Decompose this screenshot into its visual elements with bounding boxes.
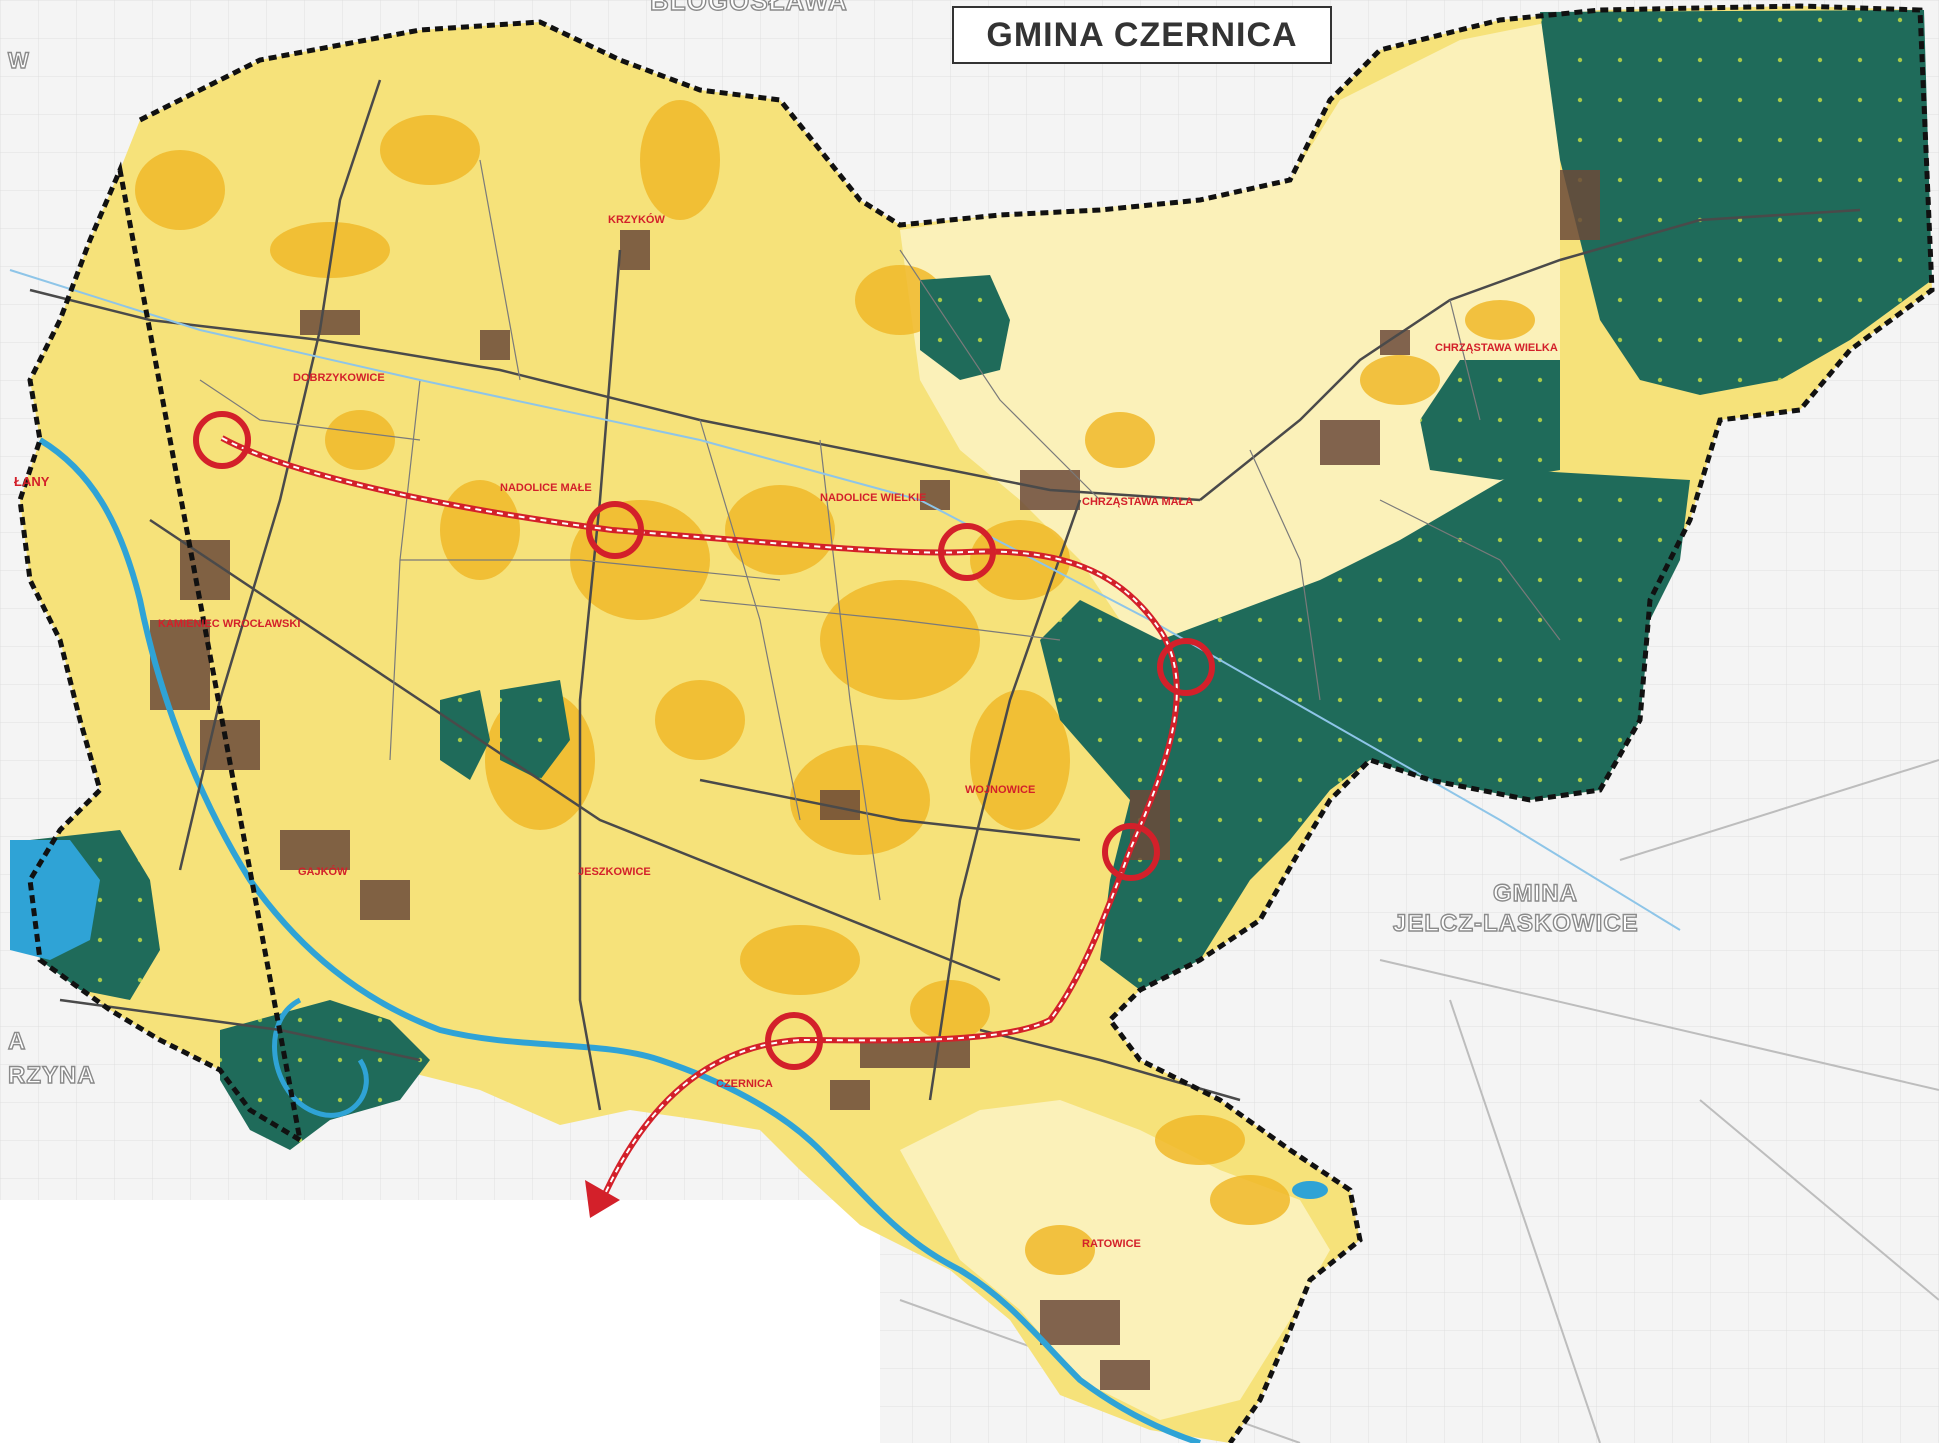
railway xyxy=(9,269,1681,931)
place-label-wojnowice: WOJNOWICE xyxy=(965,784,1036,796)
route-node-6[interactable] xyxy=(765,1012,823,1070)
map-title: GMINA CZERNICA xyxy=(952,6,1332,64)
pond xyxy=(1292,1181,1328,1199)
neighbor-label-jelcz-2: JELCZ-LASKOWICE xyxy=(1392,909,1639,937)
blank-area xyxy=(0,1200,880,1443)
place-label-jeszkowice: JESZKOWICE xyxy=(578,866,651,878)
neighbor-label-siechnice-2: RZYNA xyxy=(7,1061,96,1089)
route-node-2[interactable] xyxy=(586,501,644,559)
place-label-kamieniec: KAMIENIEC WROCŁAWSKI xyxy=(158,618,301,630)
light-zone-s xyxy=(900,1100,1330,1420)
neighbor-label-siechnice-1: A xyxy=(7,1027,27,1055)
route-node-5[interactable] xyxy=(1102,823,1160,881)
arrow-south-west-icon xyxy=(585,1180,620,1218)
place-label-czernica: CZERNICA xyxy=(716,1078,773,1090)
route-node-1[interactable] xyxy=(193,411,251,469)
light-zone-ne xyxy=(900,20,1560,680)
place-label-gajkow: GAJKÓW xyxy=(298,866,348,878)
place-label-ratowice: RATOWICE xyxy=(1082,1238,1141,1250)
reservoir xyxy=(10,840,100,960)
place-label-nadolice-male: NADOLICE MAŁE xyxy=(500,482,592,494)
place-label-dobrzykowice: DOBRZYKOWICE xyxy=(293,372,385,384)
neighbor-label-topleft: W xyxy=(7,47,30,73)
gmina-boundary xyxy=(17,3,1935,1443)
planned-route[interactable] xyxy=(220,435,1180,1218)
place-label-chrzastawa-mala: CHRZĄSTAWA MAŁA xyxy=(1082,496,1194,508)
route-node-4[interactable] xyxy=(1157,638,1215,696)
route-node-3[interactable] xyxy=(938,523,996,581)
place-label-krzykow: KRZYKÓW xyxy=(608,214,665,226)
place-label-nadolice-wielkie: NADOLICE WIELKIE xyxy=(820,492,927,504)
forest-areas xyxy=(30,10,1932,1150)
route-line-inner xyxy=(221,437,1178,1206)
minor-roads xyxy=(199,159,1561,901)
neighbor-label-left: ŁANY xyxy=(14,474,50,489)
settlement-areas xyxy=(150,170,1600,1390)
place-label-chrzastawa-wielka: CHRZĄSTAWA WIELKA xyxy=(1435,342,1558,354)
route-nodes[interactable] xyxy=(193,411,1215,1070)
neighbor-label-jelcz-1: GMINA xyxy=(1492,879,1578,907)
neighbor-label-top: BLOGOSŁAWA xyxy=(649,0,848,17)
river xyxy=(38,437,1201,1443)
